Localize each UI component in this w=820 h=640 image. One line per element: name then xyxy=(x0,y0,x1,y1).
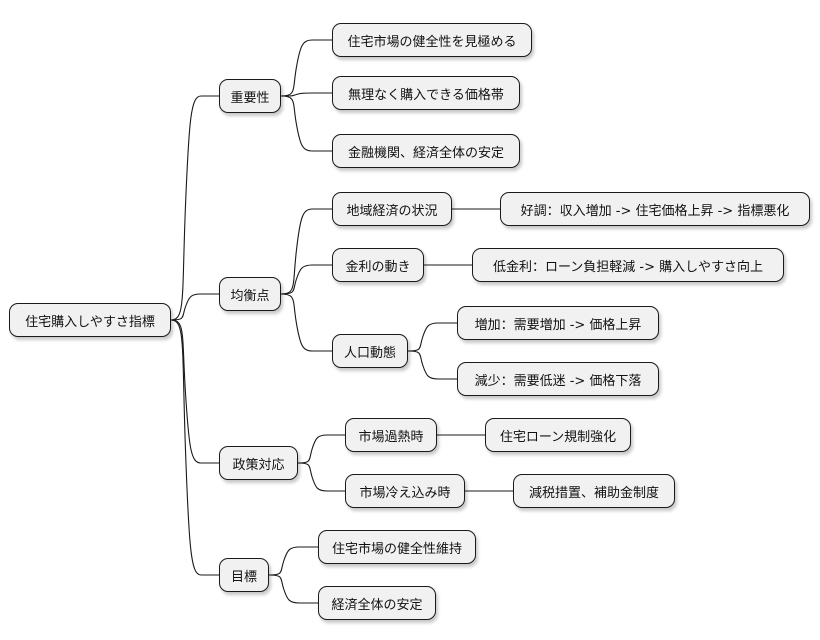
equilibrium-population-decrease: 減少：需要低迷 -> 価格下落 xyxy=(457,362,659,396)
connector-policy-node-to-policy-overheat-node xyxy=(297,434,345,464)
importance-item-affordable-price: 無理なく購入できる価格帯 xyxy=(332,76,520,110)
equilibrium-population-node: 人口動態 xyxy=(332,334,408,368)
connector-importance-node-to-importance-item-market-health xyxy=(280,39,332,97)
importance-item-market-health: 住宅市場の健全性を見極める xyxy=(332,23,532,57)
policy-node: 政策対応 xyxy=(219,446,298,480)
policy-cooling-detail: 減税措置、補助金制度 xyxy=(513,474,675,508)
connector-equilibrium-node-to-equilibrium-population-node xyxy=(280,293,332,352)
root-node: 住宅購入しやすさ指標 xyxy=(9,303,171,337)
importance-item-financial-stability: 金融機関、経済全体の安定 xyxy=(332,134,520,168)
goal-node: 目標 xyxy=(219,558,269,592)
equilibrium-population-increase: 増加：需要増加 -> 価格上昇 xyxy=(457,306,659,340)
connector-importance-node-to-importance-item-affordable-price xyxy=(280,92,332,97)
equilibrium-interest-node: 金利の動き xyxy=(332,248,424,282)
connector-equilibrium-population-node-to-equilibrium-population-increase xyxy=(407,322,457,352)
goal-item-economic-stability: 経済全体の安定 xyxy=(318,586,436,620)
connector-equilibrium-population-node-to-equilibrium-population-decrease xyxy=(407,350,457,380)
connector-importance-node-to-importance-item-financial-stability xyxy=(280,95,332,152)
connector-root-node-to-importance-node xyxy=(170,95,219,321)
importance-node: 重要性 xyxy=(219,79,281,113)
connector-root-node-to-goal-node xyxy=(170,319,219,576)
connector-policy-node-to-policy-cooling-node xyxy=(297,462,345,492)
equilibrium-node: 均衡点 xyxy=(219,277,281,311)
connector-root-node-to-equilibrium-node xyxy=(170,293,219,321)
connector-equilibrium-node-to-equilibrium-regional-node xyxy=(280,208,332,295)
connector-goal-node-to-goal-item-economic-stability xyxy=(268,574,318,604)
connector-goal-node-to-goal-item-market-health xyxy=(268,546,318,576)
equilibrium-regional-detail: 好調：収入増加 -> 住宅価格上昇 -> 指標悪化 xyxy=(500,192,810,226)
connector-root-node-to-policy-node xyxy=(170,319,219,464)
policy-overheat-node: 市場過熱時 xyxy=(345,418,437,452)
policy-cooling-node: 市場冷え込み時 xyxy=(345,474,465,508)
equilibrium-regional-node: 地域経済の状況 xyxy=(332,192,452,226)
connector-equilibrium-node-to-equilibrium-interest-node xyxy=(280,264,332,295)
goal-item-market-health: 住宅市場の健全性維持 xyxy=(318,530,476,564)
policy-overheat-detail: 住宅ローン規制強化 xyxy=(485,418,631,452)
equilibrium-interest-detail: 低金利：ローン負担軽減 -> 購入しやすさ向上 xyxy=(472,248,784,282)
